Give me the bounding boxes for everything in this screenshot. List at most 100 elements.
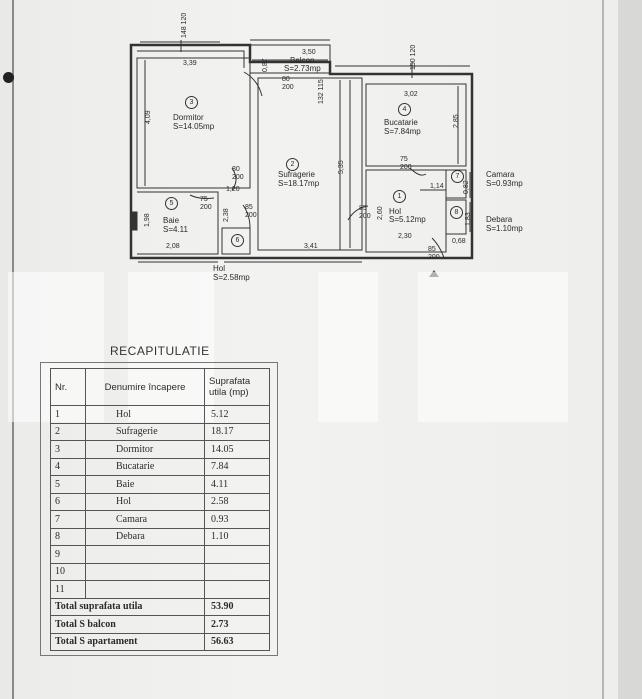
room-area: S=2.58mp — [213, 273, 250, 282]
room-name: Hol — [213, 264, 226, 273]
dim-label: 85 200 — [359, 205, 371, 220]
dim-label: 85 200 — [245, 204, 257, 219]
dim-label: 1,83 — [465, 212, 472, 226]
row-name: Hol — [85, 492, 205, 511]
room-name: Debara — [486, 215, 513, 224]
dim-label: 148 120 — [181, 12, 188, 38]
table-header-row: Nr. Denumire încapere Suprafata utila (m… — [50, 368, 270, 406]
room-name: Dormitor — [173, 113, 204, 122]
row-area: 7.84 — [204, 457, 270, 476]
table-frame — [40, 362, 278, 656]
table-row: 9 — [50, 545, 270, 564]
dim-label: 2,30 — [398, 233, 412, 240]
room-area: S=7.84mp — [384, 127, 421, 136]
header-nr: Nr. — [50, 368, 86, 406]
room-number: 1 — [393, 190, 406, 203]
table-row: 11 — [50, 580, 270, 599]
dim-label: 150 120 — [410, 44, 417, 70]
dim-label: 1,20 — [226, 186, 240, 193]
row-name — [85, 545, 205, 564]
room-name: Baie — [163, 216, 180, 225]
dim-label: 75 200 — [200, 196, 212, 211]
row-number: 3 — [50, 440, 86, 459]
row-number: 6 — [50, 492, 86, 511]
row-number: 2 — [50, 422, 86, 441]
dim-label: 75 200 — [400, 156, 412, 171]
room-number: 4 — [398, 103, 411, 116]
dim-label: 2,60 — [377, 206, 384, 220]
recap-table: Nr. Denumire încapere Suprafata utila (m… — [50, 368, 270, 651]
room-number: 5 — [165, 197, 178, 210]
punch-hole — [3, 72, 14, 83]
row-area — [204, 562, 270, 581]
room-number: 3 — [185, 96, 198, 109]
page-edge — [602, 0, 604, 699]
dim-label: 5,35 — [338, 160, 345, 174]
room-area: S=2.73mp — [284, 64, 321, 73]
row-area: 0.93 — [204, 510, 270, 529]
row-area: 14.05 — [204, 440, 270, 459]
row-name: Baie — [85, 475, 205, 494]
row-area: 5.12 — [204, 405, 270, 424]
dim-label: 2,85 — [453, 114, 460, 128]
table-row: 10 — [50, 562, 270, 581]
total-label: Total S apartament — [50, 632, 205, 651]
header-name: Denumire încapere — [85, 368, 205, 406]
row-name: Sufragerie — [85, 422, 205, 441]
room-number: 8 — [450, 206, 463, 219]
row-number: 11 — [50, 580, 86, 599]
dim-label: 85 200 — [428, 246, 440, 261]
dim-label: 0,82 — [463, 180, 470, 194]
row-number: 7 — [50, 510, 86, 529]
dim-label: 4,09 — [145, 110, 152, 124]
room-area: S=5.12mp — [389, 215, 426, 224]
row-name: Dormitor — [85, 440, 205, 459]
total-label: Total suprafata utila — [50, 597, 205, 616]
dim-label: 80 200 — [232, 166, 244, 181]
row-number: 8 — [50, 527, 86, 546]
dim-label: 3,41 — [304, 243, 318, 250]
row-area: 1.10 — [204, 527, 270, 546]
row-area: 4.11 — [204, 475, 270, 494]
dim-label: 0,87 — [262, 58, 269, 72]
row-name: Hol — [85, 405, 205, 424]
row-name: Camara — [85, 510, 205, 529]
dim-label: 132 115 — [318, 79, 325, 104]
total-value: 2.73 — [204, 615, 270, 634]
room-area: S=4.11 — [163, 225, 188, 234]
room-name: Bucatarie — [384, 118, 418, 127]
dim-label: 1,14 — [430, 183, 444, 190]
room-number: 6 — [231, 234, 244, 247]
total-value: 56.63 — [204, 632, 270, 651]
dim-label: 3,39 — [183, 60, 197, 67]
row-area — [204, 580, 270, 599]
total-value: 53.90 — [204, 597, 270, 616]
dim-label: 1,98 — [144, 213, 151, 227]
dim-label: 3,02 — [404, 91, 418, 98]
floor-plan — [129, 39, 474, 277]
room-name: Balcon — [290, 56, 315, 65]
row-number: 9 — [50, 545, 86, 564]
total-label: Total S balcon — [50, 615, 205, 634]
room-area: S=1.10mp — [486, 224, 523, 233]
row-number: 10 — [50, 562, 86, 581]
header-area: Suprafata utila (mp) — [204, 368, 270, 406]
row-number: 4 — [50, 457, 86, 476]
row-number: 1 — [50, 405, 86, 424]
dim-label: 80 200 — [282, 76, 294, 91]
row-name: Bucatarie — [85, 457, 205, 476]
dim-label: 2,38 — [223, 208, 230, 222]
room-name: Hol — [389, 207, 402, 216]
dim-label: 3,50 — [302, 49, 316, 56]
dim-label: 2,08 — [166, 243, 180, 250]
